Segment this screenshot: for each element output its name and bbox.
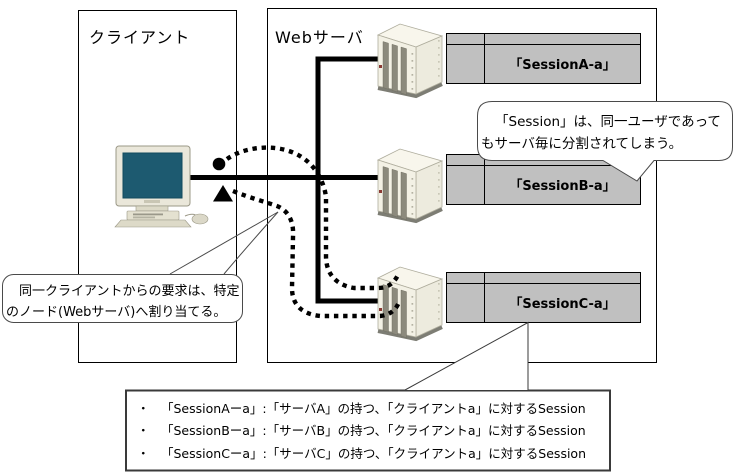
session-b-label: 「SessionB-a」	[509, 179, 616, 194]
routed-request-paths	[225, 145, 402, 319]
note-item: ・ 「SessionAーa」:「サーバA」の持つ、「クライアントa」に対するSe…	[137, 398, 605, 420]
session-a-label: 「SessionA-a」	[509, 58, 616, 73]
callout-right-text: 「Session」は、同一ユーザであって もサーバ毎に分割されてしまう。	[481, 111, 731, 155]
note-text: 「SessionAーa」:「サーバA」の持つ、「クライアントa」に対するSess…	[161, 401, 586, 416]
note-item: ・ 「SessionBーa」:「サーバB」の持つ、「クライアントa」に対するSe…	[137, 420, 605, 442]
note-item: ・ 「SessionCーa」:「サーバC」の持つ、「クライアントa」に対するSe…	[137, 443, 605, 465]
server-c-icon	[376, 265, 444, 341]
triangle-marker-icon	[213, 185, 233, 202]
notes-box-shape	[125, 389, 611, 472]
session-c-label: 「SessionC-a」	[509, 297, 616, 312]
notes-pointer-wedge	[404, 321, 529, 391]
note-text: 「SessionCーa」:「サーバC」の持つ、「クライアントa」に対するSess…	[161, 445, 586, 461]
callout-left-line2: のノード(Webサーバ)へ割り当てる。	[6, 305, 227, 320]
circle-marker-icon	[212, 157, 226, 171]
load-balancer-lines	[188, 56, 378, 304]
web-server-box-title: Webサーバ	[275, 28, 364, 47]
callout-left-text: 同一クライアントからの要求は、特定 のノード(Webサーバ)へ割り当てる。	[6, 281, 240, 323]
callout-right-shape	[477, 101, 733, 182]
notes-box-text: ・ 「SessionAーa」:「サーバA」の持つ、「クライアントa」に対するSe…	[137, 398, 605, 465]
note-bullet: ・	[137, 445, 150, 461]
note-bullet: ・	[137, 423, 150, 439]
callout-left-line1: 同一クライアントからの要求は、特定	[19, 284, 240, 299]
note-bullet: ・	[137, 401, 150, 416]
monitor-screen	[122, 152, 183, 199]
callout-left-shape	[2, 211, 279, 323]
callout-right-line1: 「Session」は、同一ユーザであって	[495, 114, 721, 130]
session-table-c	[446, 272, 641, 323]
server-a-icon	[376, 22, 444, 98]
dotted-route-1	[225, 145, 400, 291]
client-computer-icon	[114, 145, 209, 228]
server-b-icon	[376, 147, 444, 223]
dotted-route-2	[232, 188, 402, 319]
mouse-icon	[191, 213, 209, 225]
client-box-title: クライアント	[89, 28, 191, 47]
session-table-a	[446, 33, 641, 84]
client-box	[78, 10, 237, 363]
note-text: 「SessionBーa」:「サーバB」の持つ、「クライアントa」に対するSess…	[161, 423, 586, 439]
callout-right-line2: もサーバ毎に分割されてしまう。	[481, 136, 683, 152]
